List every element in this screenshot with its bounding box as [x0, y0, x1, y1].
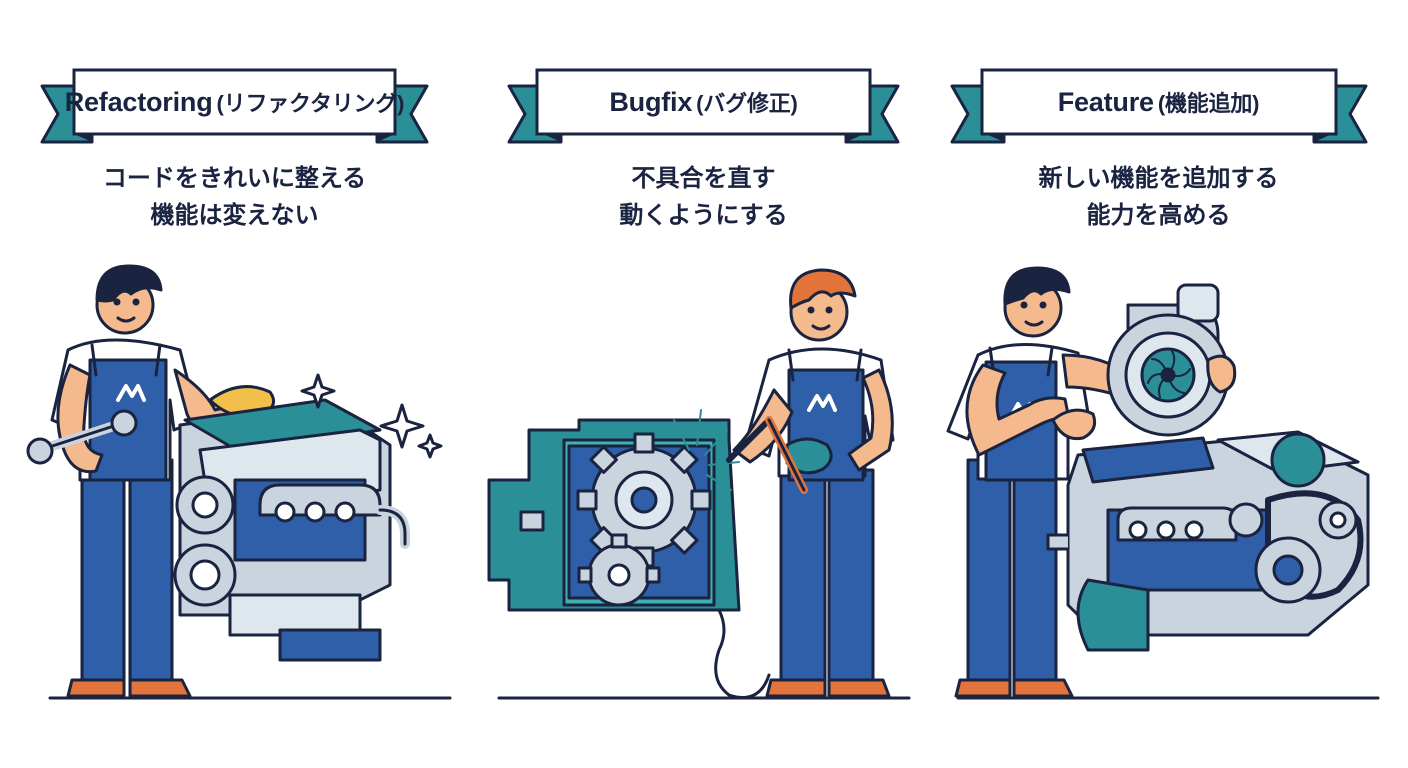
- description-line-1: コードをきれいに整える: [102, 164, 367, 192]
- mechanic-welding-gear-icon: [487, 268, 911, 700]
- ribbon-icon: [507, 68, 900, 144]
- title-en: Refactoring: [64, 86, 213, 117]
- title-jp: (リファクタリング): [216, 91, 405, 116]
- banner-feature: Feature (機能追加): [938, 62, 1407, 152]
- banner-bugfix: Bugfix (バグ修正): [469, 62, 938, 152]
- description-line-1: 不具合を直す: [631, 164, 776, 192]
- title-jp: (機能追加): [1157, 91, 1260, 116]
- mechanic-adding-turbo-icon: [946, 266, 1380, 700]
- banner-refactoring: Refactoring (リファクタリング): [0, 62, 469, 152]
- title-refactoring: Refactoring (リファクタリング): [0, 70, 469, 134]
- panel-bugfix: Bugfix (バグ修正) 不具合を直す 動くようにする: [469, 0, 938, 768]
- description-line-2: 動くようにする: [619, 201, 788, 229]
- title-feature: Feature (機能追加): [924, 70, 1393, 134]
- panel-feature: Feature (機能追加) 新しい機能を追加する 能力を高める: [938, 0, 1407, 768]
- description-line-2: 能力を高める: [1086, 201, 1231, 229]
- description-refactoring: コードをきれいに整える 機能は変えない: [0, 160, 469, 234]
- ribbon-icon: [40, 68, 429, 144]
- title-en: Bugfix: [609, 86, 693, 117]
- title-jp: (バグ修正): [696, 91, 798, 116]
- title-en: Feature: [1057, 86, 1154, 117]
- ribbon-icon: [950, 68, 1368, 144]
- description-feature: 新しい機能を追加する 能力を高める: [924, 160, 1393, 234]
- description-line-2: 機能は変えない: [150, 201, 319, 229]
- description-bugfix: 不具合を直す 動くようにする: [469, 160, 938, 234]
- mechanic-cleaning-engine-icon: [26, 264, 452, 700]
- title-bugfix: Bugfix (バグ修正): [469, 70, 938, 134]
- description-line-1: 新しい機能を追加する: [1038, 164, 1279, 192]
- panel-refactoring: Refactoring (リファクタリング) コードをきれいに整える 機能は変え…: [0, 0, 469, 768]
